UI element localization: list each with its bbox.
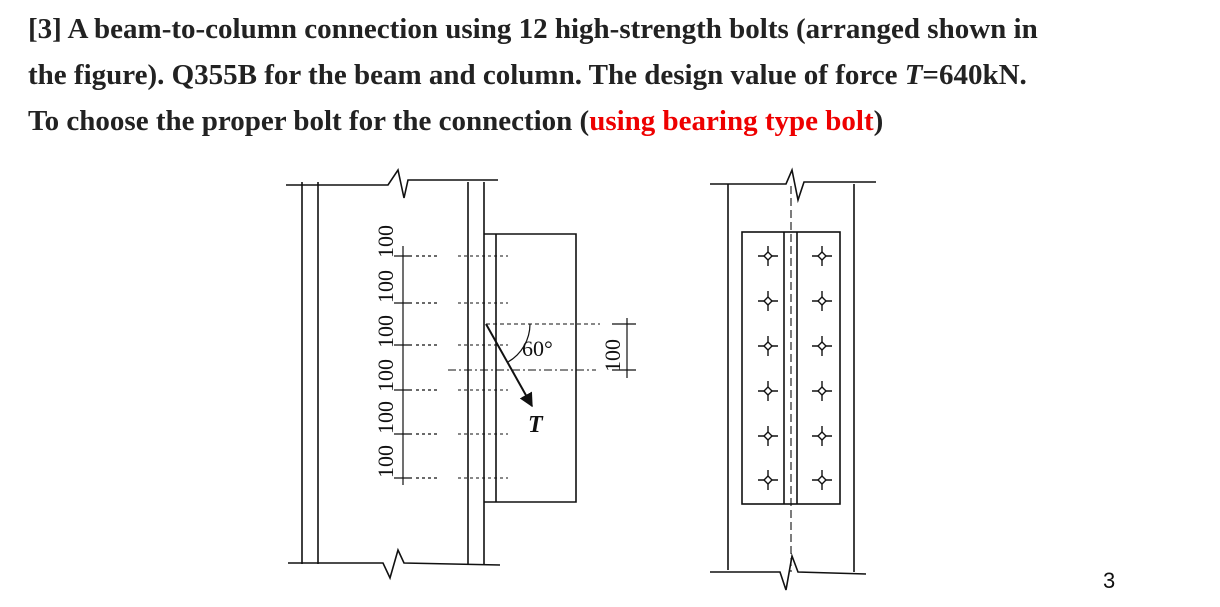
bolt-icon — [812, 426, 832, 446]
beam-end-plate — [484, 233, 577, 503]
front-view — [710, 167, 876, 591]
dim-label-4: 100 — [373, 315, 398, 348]
force-label: T — [528, 412, 544, 438]
bolt-icon — [812, 470, 832, 490]
bolt-icon — [758, 246, 778, 266]
bolt-icon — [812, 336, 832, 356]
problem-line-1: [3] A beam-to-column connection using 12… — [28, 13, 1038, 45]
dim-label-3: 100 — [373, 359, 398, 392]
bolt-icon — [812, 381, 832, 401]
bolt-pattern — [758, 246, 832, 490]
problem-line-3: To choose the proper bolt for the connec… — [28, 98, 1198, 144]
bearing-type-highlight: using bearing type bolt — [589, 105, 874, 137]
side-elevation — [286, 167, 636, 581]
force-arrow — [485, 323, 533, 408]
bottom-break-line — [288, 547, 501, 581]
right-dim-label: 100 — [600, 339, 625, 372]
bolt-icon — [758, 470, 778, 490]
line3-close: ) — [873, 105, 884, 137]
angle-arc — [507, 323, 531, 363]
angle-label: 60° — [522, 336, 553, 361]
line3-text: To choose the proper bolt for the connec… — [28, 105, 590, 137]
force-value: =640kN. — [922, 59, 1027, 91]
problem-line-2: the figure). Q355B for the beam and colu… — [28, 52, 1198, 98]
line2-text: the figure). Q355B for the beam and colu… — [28, 59, 905, 91]
dim-label-6: 100 — [373, 225, 398, 258]
dim-label-5: 100 — [373, 270, 398, 303]
bolt-icon — [758, 336, 778, 356]
bolt-icon — [758, 426, 778, 446]
page-number: 3 — [1103, 568, 1116, 593]
bolt-icon — [812, 291, 832, 311]
front-top-break — [710, 167, 876, 204]
bolt-icon — [758, 381, 778, 401]
problem-statement: [3] A beam-to-column connection using 12… — [28, 6, 1198, 144]
dim-label-1: 100 — [373, 445, 398, 478]
front-bottom-break — [710, 552, 867, 591]
force-variable: T — [904, 59, 923, 91]
vertical-dim-ticks — [394, 255, 440, 479]
dim-label-2: 100 — [373, 401, 398, 434]
bolt-icon — [758, 291, 778, 311]
bolt-icon — [812, 246, 832, 266]
top-break-line — [286, 167, 498, 199]
bolt-rows-side — [458, 255, 508, 479]
vertical-dim-labels: 100 100 100 100 100 100 — [373, 225, 398, 478]
